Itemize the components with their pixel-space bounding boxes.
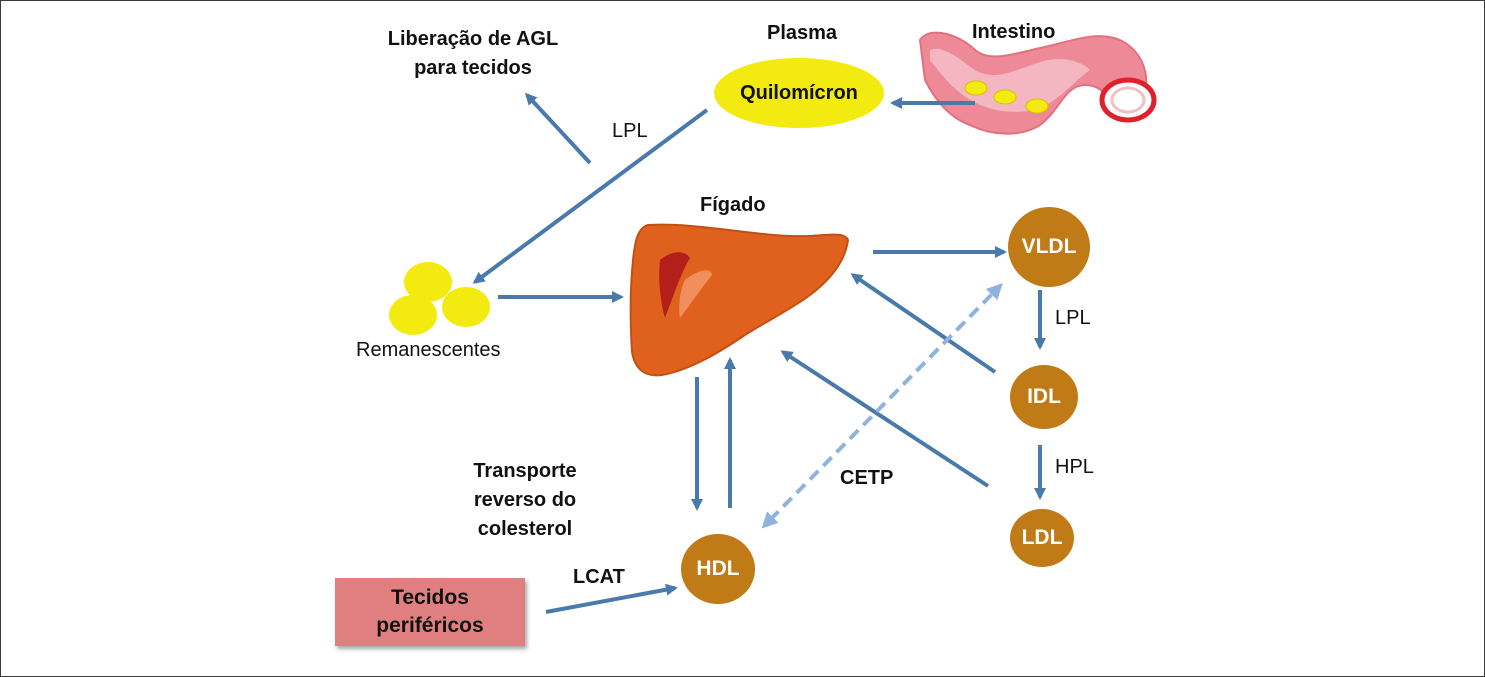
lcat-label: LCAT	[573, 566, 625, 588]
hdl-node: HDL	[681, 534, 755, 604]
tecidos-perifericos-box: Tecidos periféricos	[335, 578, 525, 646]
lpl-right-label: LPL	[1055, 307, 1091, 329]
arrow-cetp-dashed	[761, 283, 1003, 529]
vldl-node: VLDL	[1008, 207, 1090, 287]
idl-node: IDL	[1010, 365, 1078, 429]
intestino-label: Intestino	[972, 21, 1056, 43]
arrow-lpl-to-liberacao	[524, 92, 592, 165]
cetp-label: CETP	[840, 467, 894, 489]
arrow-ldl-to-figado	[780, 350, 990, 488]
transporte-label: Transporte reverso do colesterol	[473, 460, 577, 540]
arrow-tecidos-to-hdl	[545, 583, 678, 614]
plasma-label: Plasma	[767, 22, 838, 44]
liver-illustration	[629, 223, 850, 377]
lpl-top-label: LPL	[612, 120, 648, 142]
ldl-node: LDL	[1010, 509, 1074, 567]
figado-label: Fígado	[700, 194, 766, 216]
arrow-idl-to-figado	[850, 273, 997, 374]
remanescentes-particles	[389, 262, 490, 335]
hpl-label: HPL	[1055, 456, 1094, 478]
remanescentes-label: Remanescentes	[356, 339, 501, 361]
arrow-quilomicron-to-remanescentes	[472, 108, 709, 284]
liberacao-label: Liberação de AGL para tecidos	[387, 28, 559, 79]
quilomicron-node: Quilomícron	[714, 58, 884, 128]
intestine-illustration	[918, 31, 1157, 135]
